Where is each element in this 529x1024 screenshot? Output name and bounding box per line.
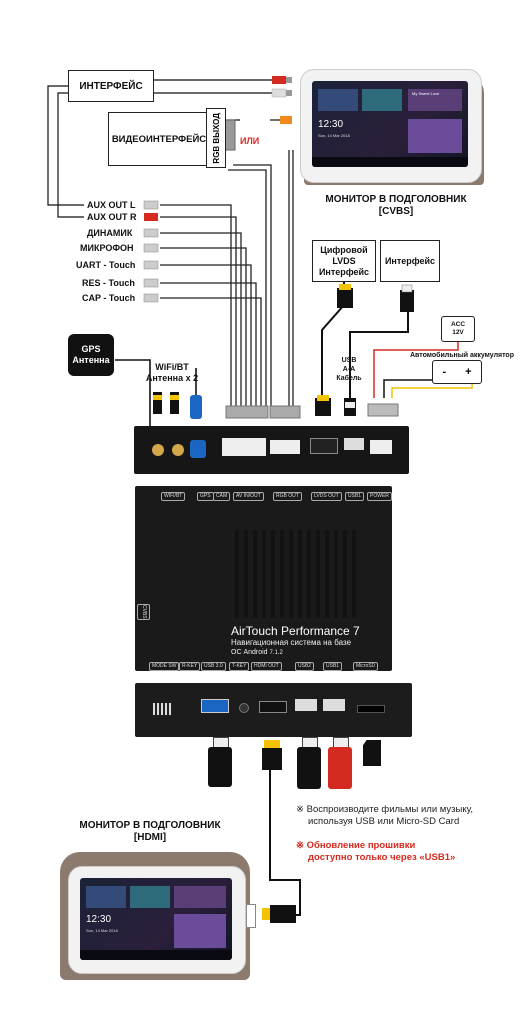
- wire-label-uart: UART - Touch: [76, 260, 136, 270]
- port-label-usb3: USB 3.0: [201, 662, 226, 671]
- port-label-mode: MODE SW: [149, 662, 180, 671]
- rca-plug-red: [272, 76, 292, 84]
- usb-stick-red: [328, 737, 352, 789]
- port-label-tkey: T-KEY: [229, 662, 250, 671]
- usb1-top-port: [344, 438, 364, 450]
- power-port: [370, 440, 392, 454]
- usb3-port: [201, 699, 229, 713]
- av-port: [222, 438, 266, 456]
- video-interface-box: ВИДЕОИНТЕРФЕЙС: [108, 112, 210, 166]
- hdmi-port: [259, 701, 287, 713]
- wifi-connector: [152, 444, 164, 456]
- headrest-monitor-hdmi: 12:30 Sun, 14 Mar 2018: [60, 846, 260, 986]
- os-name: ОС Android: [231, 649, 268, 656]
- bt-connector: [172, 444, 184, 456]
- brand-os: ОС Android 7.1.2: [231, 649, 283, 656]
- note-usb: ※ Воспроизводите фильмы или музыку, испо…: [296, 804, 473, 828]
- wifi-caption: WiFi/BT Антенна x 2: [145, 362, 199, 383]
- port-label-cam: CAM: [213, 492, 231, 501]
- battery-label: Автомобильный аккумулятор: [410, 352, 514, 359]
- port-label-av: AV IN/OUT: [233, 492, 264, 501]
- warn-line1: Обновление прошивки: [306, 840, 416, 851]
- screen-date: Sun, 14 Mar 2018: [318, 133, 350, 138]
- device-bottom-panel: [135, 683, 412, 737]
- warn-line2: доступно только через «USB1»: [308, 852, 456, 863]
- wire-label-speaker: ДИНАМИК: [87, 228, 133, 238]
- gps-antenna: GPS Антенна: [68, 334, 114, 376]
- device-top-panel: [134, 426, 409, 474]
- side-label: CVBS: [137, 604, 150, 620]
- wire-label-aux-l: AUX OUT L: [87, 200, 136, 210]
- headrest-monitor-cvbs: 12:30 Sun, 14 Mar 2018 My Sweet Love: [294, 55, 494, 185]
- monitor-hdmi-screen: 12:30 Sun, 14 Mar 2018: [80, 878, 232, 960]
- monitor-cvbs-caption: МОНИТОР В ПОДГОЛОВНИК [CVBS]: [325, 194, 467, 217]
- vent-grille: [235, 530, 359, 618]
- tkey-jack: [239, 703, 249, 713]
- monitor-hdmi-caption: МОНИТОР В ПОДГОЛОВНИК [HDMI]: [79, 820, 221, 843]
- or-label: ИЛИ: [240, 136, 260, 146]
- hdmi-plug: [262, 740, 282, 770]
- usb-stick-black-2: [297, 737, 321, 789]
- wifi-antenna-plugs: [153, 392, 202, 419]
- port-label-usb2: USB2: [295, 662, 315, 671]
- brand-subtitle: Навигационная система на базе: [231, 638, 352, 647]
- port-label-rgb: RGB OUT: [273, 492, 302, 501]
- interface-box: ИНТЕРФЕЙС: [68, 70, 154, 102]
- rca-plug-orange: [280, 116, 292, 124]
- brand-title: AirTouch Performance 7: [231, 624, 360, 638]
- port-label-usb1b: USB1: [323, 662, 343, 671]
- port-label-usb1: USB1: [345, 492, 365, 501]
- microsd-card: [363, 740, 381, 766]
- monitor-screen: 12:30 Sun, 14 Mar 2018 My Sweet Love: [312, 81, 468, 167]
- port-label-hdmi: HDMI OUT: [251, 662, 282, 671]
- gps-connector: [190, 440, 206, 458]
- acc-box: ACC 12V: [441, 316, 475, 342]
- interface-right-box: Интерфейс: [380, 240, 440, 282]
- usb-stick-black-1: [208, 737, 232, 787]
- wire-label-aux-r: AUX OUT R: [87, 212, 137, 222]
- port-label-lvds: LVDS OUT: [311, 492, 342, 501]
- rgb-out-tab: RGB ВЫХОД: [206, 108, 226, 168]
- screen-card-title: My Sweet Love: [412, 91, 440, 96]
- device-main-body: WIFI/BT GPS CAM AV IN/OUT RGB OUT LVDS O…: [135, 486, 392, 671]
- lvds-interface-box: Цифровой LVDS Интерфейс: [312, 240, 376, 282]
- wire-label-res: RES - Touch: [82, 278, 135, 288]
- note-mark: ※: [296, 804, 304, 815]
- mode-switch: [153, 703, 171, 715]
- hdmi-cable-end: [262, 905, 296, 923]
- screen-date-2: Sun, 14 Mar 2018: [86, 928, 118, 933]
- lvds-port: [310, 438, 338, 454]
- battery-box: - +: [432, 360, 482, 384]
- usb2-port: [295, 699, 317, 711]
- port-label-gps: GPS: [197, 492, 214, 501]
- note-line2: используя USB или Micro-SD Card: [308, 816, 460, 827]
- usb-cable-caption: USB A-A Кабель: [336, 357, 362, 382]
- usb1-port: [323, 699, 345, 711]
- screen-time-2: 12:30: [86, 914, 112, 925]
- microsd-slot: [357, 705, 385, 713]
- note-firmware: ※ Обновление прошивки доступно только че…: [296, 840, 455, 864]
- hdmi-input-port: [246, 904, 256, 928]
- wire-label-cap: CAP - Touch: [82, 293, 136, 303]
- rca-plug-white: [271, 88, 292, 98]
- rgb-port: [270, 440, 300, 454]
- warn-mark: ※: [296, 840, 304, 851]
- port-label-rkey: R-KEY: [179, 662, 201, 671]
- screen-time: 12:30: [318, 119, 344, 130]
- battery-minus: -: [442, 366, 447, 378]
- port-label-power: POWER: [367, 492, 392, 501]
- battery-plus: +: [465, 366, 472, 378]
- wire-label-mic: МИКРОФОН: [80, 243, 134, 253]
- os-version: 7.1.2: [269, 650, 283, 656]
- note-line1: Воспроизводите фильмы или музыку,: [306, 804, 474, 815]
- port-label-microsd: MicroSD: [353, 662, 379, 671]
- port-label-wifi: WIFI/BT: [161, 492, 186, 501]
